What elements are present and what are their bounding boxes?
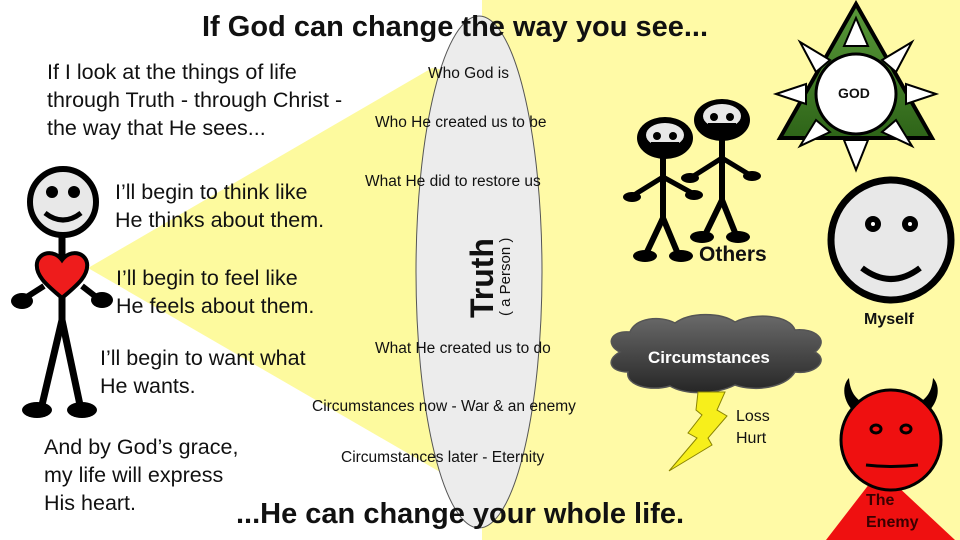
loss-label: Loss [736, 408, 770, 425]
truth-subtitle: ( a Person ) [497, 237, 514, 316]
intro-text: If I look at the things of life through … [47, 60, 343, 140]
god-label: GOD [838, 85, 870, 101]
circumstances-cloud-icon [610, 313, 822, 394]
enemy-label-line1: The [866, 492, 895, 509]
person-stick-figure-icon [11, 166, 113, 418]
think-text: I’ll begin to think like He thinks about… [115, 180, 325, 232]
feel-text: I’ll begin to feel like He feels about t… [116, 266, 315, 318]
truth-item-circumstances-later: Circumstances later - Eternity [341, 449, 545, 466]
lightning-bolt-icon [668, 391, 728, 472]
others-label: Others [699, 243, 767, 266]
want-text: I’ll begin to want what He wants. [100, 346, 306, 398]
hurt-label: Hurt [736, 430, 767, 447]
truth-item-who-god-is: Who God is [428, 65, 509, 82]
truth-item-who-created: Who He created us to be [375, 114, 547, 131]
god-triangle-sun-icon [772, 0, 940, 173]
grace-text: And by God’s grace, my life will express… [44, 435, 239, 515]
truth-item-circumstances-now: Circumstances now - War & an enemy [312, 398, 576, 415]
myself-label: Myself [864, 311, 914, 328]
truth-oval [415, 15, 543, 529]
truth-item-created-to-do: What He created us to do [375, 340, 551, 357]
truth-title: Truth [464, 238, 500, 318]
others-stick-figures-icon [623, 99, 761, 262]
vision-beam [88, 68, 446, 472]
title-bottom: ...He can change your whole life. [236, 498, 684, 530]
enemy-label-line2: Enemy [866, 514, 919, 531]
myself-smiley-icon [827, 176, 955, 304]
enemy-devil-icon [826, 378, 955, 540]
heart-icon [34, 251, 90, 301]
circumstances-label: Circumstances [648, 348, 770, 367]
title-top: If God can change the way you see... [202, 11, 709, 43]
truth-item-restore: What He did to restore us [365, 173, 541, 190]
